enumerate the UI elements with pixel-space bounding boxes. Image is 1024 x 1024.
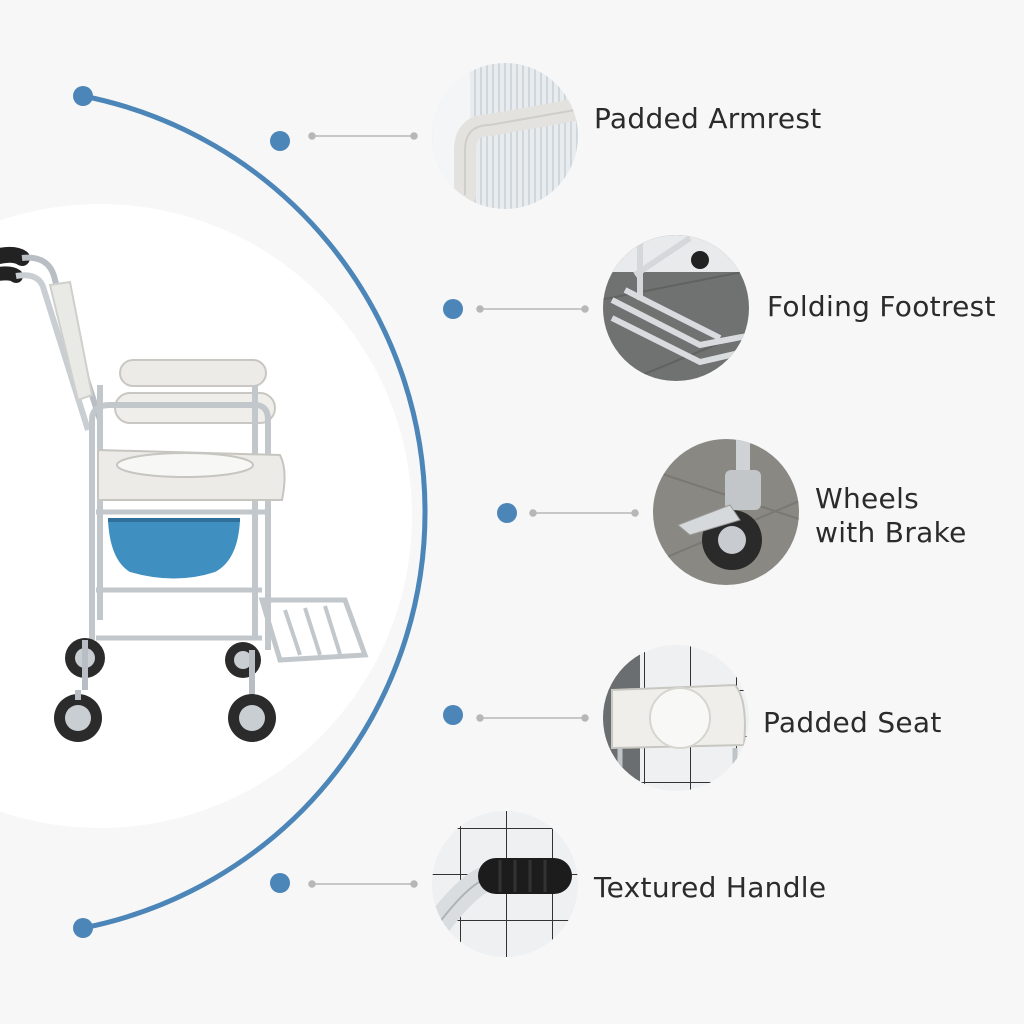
armrest-closeup-icon (432, 63, 578, 209)
seat-closeup-icon (603, 645, 749, 791)
arc-dot-4 (443, 705, 463, 725)
timeline-arc (82, 93, 428, 931)
feature-label-folding-footrest: Folding Footrest (767, 290, 996, 323)
arc-end-dot (73, 86, 93, 106)
feature-label-wheels-with-brake: Wheels with Brake (815, 482, 967, 550)
arc-dot-5 (270, 873, 290, 893)
feature-label-line2: with Brake (815, 516, 967, 549)
arc-dots (73, 86, 517, 938)
commode-wheelchair (0, 246, 369, 742)
arc-dot-3 (497, 503, 517, 523)
feature-label-textured-handle: Textured Handle (594, 871, 827, 904)
arc-dot-2 (443, 299, 463, 319)
feature-label-padded-armrest: Padded Armrest (594, 102, 822, 135)
arc-dot-1 (270, 131, 290, 151)
connectors (308, 132, 639, 888)
wheel-brake-closeup-icon (653, 439, 799, 585)
feature-label-line1: Wheels (815, 482, 920, 515)
feature-label-padded-seat: Padded Seat (763, 706, 942, 739)
handle-closeup-icon (432, 811, 578, 957)
arc-end-dot (73, 918, 93, 938)
main-product-image (0, 204, 412, 828)
footrest-closeup-icon (603, 235, 749, 381)
